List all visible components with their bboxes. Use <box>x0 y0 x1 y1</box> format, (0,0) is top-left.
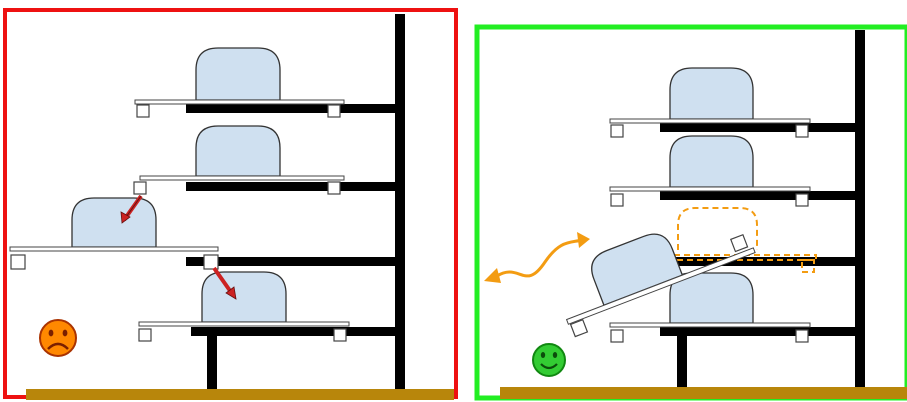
sad-face-icon <box>39 319 77 357</box>
right-object-4 <box>669 272 754 324</box>
motion-path-icon <box>484 232 590 283</box>
right-tray-1 <box>609 67 811 138</box>
right-rack-post <box>855 30 865 387</box>
left-tray-inserting <box>9 197 219 270</box>
right-tray-4 <box>609 272 811 343</box>
left-object-inserting <box>71 197 157 248</box>
right-shelf-2 <box>660 191 856 200</box>
happy-face-icon <box>532 343 566 377</box>
right-object-inserting <box>591 233 684 307</box>
right-shelf-3 <box>660 257 856 266</box>
left-rack-leg <box>207 332 217 389</box>
left-tray-1 <box>134 47 345 118</box>
left-object-1 <box>195 47 281 101</box>
left-shelf-1 <box>186 104 396 113</box>
left-panel <box>3 8 458 400</box>
left-shelf-4 <box>191 327 396 336</box>
left-shelf-3 <box>186 257 396 266</box>
left-object-4 <box>201 271 287 323</box>
right-shelf-1 <box>660 123 856 132</box>
right-floor <box>500 387 907 399</box>
left-floor <box>26 389 454 400</box>
right-object-2 <box>669 135 754 188</box>
collision-arrow-icon <box>212 266 237 300</box>
left-object-2 <box>195 125 281 177</box>
collision-arrow-icon <box>120 194 143 224</box>
left-tray-2 <box>133 125 345 195</box>
right-object-1 <box>669 67 754 120</box>
left-tray-4 <box>138 271 350 342</box>
right-tray-2 <box>609 135 811 207</box>
right-shelf-4 <box>660 327 856 336</box>
left-shelf-2 <box>186 182 396 191</box>
right-tray-inserting <box>565 233 756 338</box>
right-rack-leg <box>677 332 687 387</box>
right-panel <box>474 24 907 401</box>
left-rack-post <box>395 14 405 389</box>
